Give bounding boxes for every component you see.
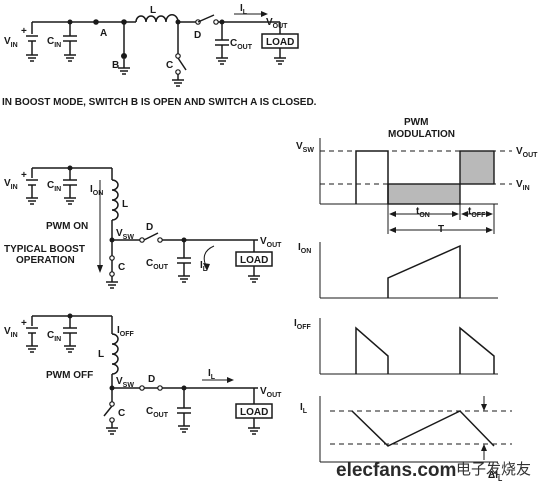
svg-text:+: + bbox=[21, 318, 27, 329]
label-ioff: IOFF bbox=[117, 325, 135, 338]
label-vout-level: VOUT bbox=[516, 146, 538, 159]
top-schematic: L D IL VOUT + VIN CIN A B bbox=[4, 3, 299, 87]
label-cin-on: CIN bbox=[47, 180, 61, 193]
label-d-off: D bbox=[148, 374, 155, 385]
node-a bbox=[93, 19, 99, 25]
switch-d-blade bbox=[197, 14, 215, 23]
label-vin-on: VIN bbox=[4, 178, 18, 191]
inductor-on bbox=[111, 179, 119, 221]
label-cout-off: COUT bbox=[146, 406, 169, 419]
label-pwm-off: PWM OFF bbox=[46, 370, 93, 381]
label-cout-on: COUT bbox=[146, 258, 169, 271]
label-b: B bbox=[112, 60, 119, 71]
switch-d-contact-2 bbox=[213, 19, 219, 25]
label-period: T bbox=[438, 224, 444, 235]
label-l-off: L bbox=[98, 349, 104, 360]
il-waveform: IL ΔIL bbox=[300, 396, 512, 483]
load-label-off: LOAD bbox=[240, 407, 268, 418]
pwm-off-schematic: + VIN CIN L IOFF VSW PWM OFF D IL C bbox=[4, 313, 282, 435]
label-cout-top: COUT bbox=[230, 38, 253, 51]
label-typical-boost-2: OPERATION bbox=[16, 255, 75, 266]
label-delta-il: ΔIL bbox=[488, 470, 503, 483]
caption-boost-mode: IN BOOST MODE, SWITCH B IS OPEN AND SWIT… bbox=[2, 97, 317, 108]
label-ion-axis: ION bbox=[298, 242, 311, 255]
switch-c-off bbox=[103, 405, 113, 417]
ion-waveform: ION bbox=[298, 242, 498, 299]
pwm-on-schematic: + VIN CIN L ION VSW PWM ON TYPICAL BOOST… bbox=[4, 165, 282, 289]
switch-d-on bbox=[143, 232, 159, 241]
label-il-on: IL bbox=[200, 260, 208, 273]
inductor-top bbox=[135, 14, 179, 23]
svg-text:+: + bbox=[21, 26, 27, 37]
label-toff: tOFF bbox=[468, 206, 486, 219]
label-il-off: IL bbox=[208, 368, 216, 381]
label-c-on: C bbox=[118, 262, 125, 273]
label-vout-on: VOUT bbox=[260, 236, 282, 249]
label-cin-top: CIN bbox=[47, 36, 61, 49]
label-typical-boost-1: TYPICAL BOOST bbox=[4, 244, 85, 255]
ioff-waveform: IOFF bbox=[294, 318, 498, 375]
watermark-cn: 电子发烧友 bbox=[456, 460, 531, 478]
label-vin-top: VIN bbox=[4, 36, 18, 49]
label-a: A bbox=[100, 28, 107, 39]
label-ton: tON bbox=[416, 206, 430, 219]
load-label-top: LOAD bbox=[266, 37, 294, 48]
node-b bbox=[121, 53, 127, 59]
label-vsw-axis: VSW bbox=[296, 141, 314, 154]
label-pwm-1: PWM bbox=[404, 117, 428, 128]
label-vsw-on: VSW bbox=[116, 228, 134, 241]
label-ioff-axis: IOFF bbox=[294, 318, 312, 331]
watermark-site: elecfans.com bbox=[336, 460, 456, 481]
label-vout-off: VOUT bbox=[260, 386, 282, 399]
label-vin-level: VIN bbox=[516, 179, 530, 192]
label-ion: ION bbox=[90, 184, 103, 197]
label-c-off: C bbox=[118, 408, 125, 419]
label-vout-top: VOUT bbox=[266, 17, 288, 30]
label-d-top: D bbox=[194, 30, 201, 41]
label-c-top: C bbox=[166, 60, 173, 71]
svg-text:+: + bbox=[21, 170, 27, 181]
label-l-top: L bbox=[150, 5, 156, 16]
label-cin-off: CIN bbox=[47, 330, 61, 343]
switch-c-top bbox=[177, 57, 187, 71]
label-d-on: D bbox=[146, 222, 153, 233]
label-pwm-on: PWM ON bbox=[46, 221, 88, 232]
label-vsw-off: VSW bbox=[116, 376, 134, 389]
label-vin-off: VIN bbox=[4, 326, 18, 339]
label-il-axis: IL bbox=[300, 402, 308, 415]
pwm-on-shaded bbox=[387, 183, 461, 205]
load-label-on: LOAD bbox=[240, 255, 268, 266]
label-l-on: L bbox=[122, 199, 128, 210]
pwm-off-shaded bbox=[459, 150, 495, 185]
label-il-top: IL bbox=[240, 3, 248, 16]
label-pwm-2: MODULATION bbox=[388, 129, 455, 140]
inductor-off bbox=[111, 333, 119, 375]
vsw-waveform: PWM MODULATION VSW VOUT VIN tON tOFF T bbox=[296, 117, 538, 235]
